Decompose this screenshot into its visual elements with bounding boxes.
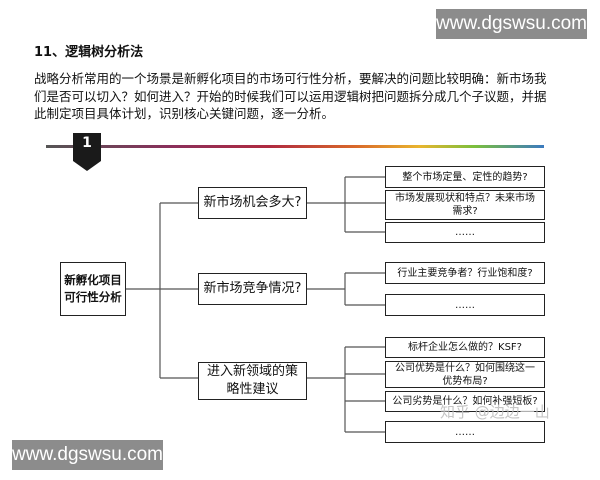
intro-paragraph: 战略分析常用的一个场景是新孵化项目的市场可行性分析，要解决的问题比较明确：新市场… (34, 71, 547, 121)
leaf-market-trend: 整个市场定量、定性的趋势? (385, 166, 545, 188)
leaf-ellipsis-1: …… (385, 222, 545, 243)
leaf-benchmark: 标杆企业怎么做的？KSF? (385, 337, 545, 358)
leaf-weaknesses: 公司劣势是什么？如何补强短板? (385, 391, 545, 412)
tree-root: 新孵化项目可行性分析 (60, 262, 126, 316)
watermark-bottom: www.dgswsu.com (12, 440, 163, 470)
gradient-divider (46, 145, 544, 148)
branch-competition: 新市场竞争情况? (198, 273, 307, 305)
step-badge-number: 1 (82, 135, 92, 151)
leaf-strengths: 公司优势是什么？如何围绕这一优势布局? (385, 361, 545, 388)
step-badge (73, 133, 101, 161)
leaf-market-status: 市场发展现状和特点？未来市场需求? (385, 190, 545, 220)
watermark-top: www.dgswsu.com (436, 9, 587, 39)
branch-strategy: 进入新领域的策略性建议 (198, 362, 307, 400)
step-badge-tip (73, 161, 101, 171)
leaf-ellipsis-2: …… (385, 294, 545, 316)
leaf-ellipsis-3: …… (385, 421, 545, 443)
branch-market-opportunity: 新市场机会多大? (198, 187, 307, 219)
zhihu-watermark: 知乎 @边边一山 (440, 403, 550, 421)
leaf-competitors: 行业主要竞争者？行业饱和度? (385, 262, 545, 284)
section-heading: 11、逻辑树分析法 (34, 45, 144, 60)
